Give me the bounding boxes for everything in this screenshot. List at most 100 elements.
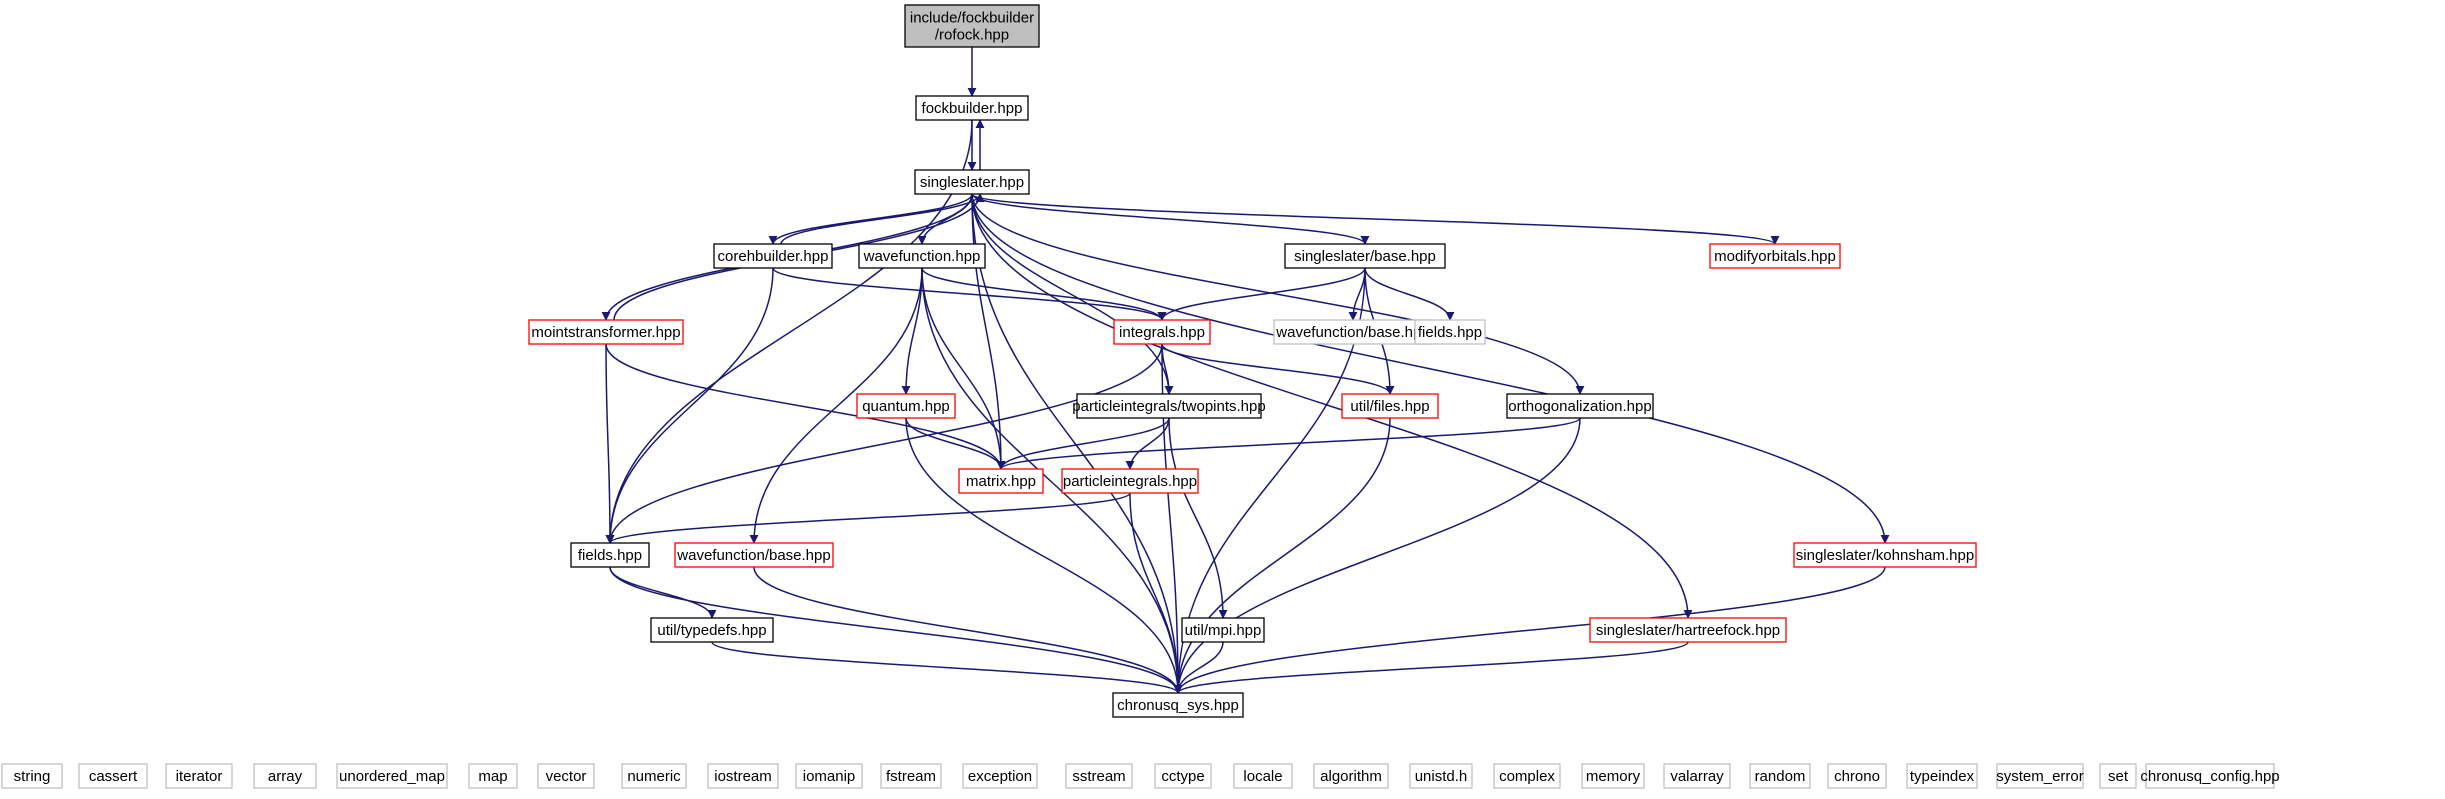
edge-twopints-to-particleintegrals	[1125, 417, 1170, 470]
node-box	[880, 763, 942, 789]
node-box	[1581, 763, 1645, 789]
edge-quantum-to-chronusq_sys	[905, 417, 1183, 694]
node-box	[914, 169, 1030, 195]
edge-kohnsham-to-chronusq_sys	[1173, 566, 1886, 694]
node-l-valarray[interactable]: valarray	[1663, 763, 1731, 789]
node-l-random[interactable]: random	[1749, 763, 1811, 789]
node-matrix[interactable]: matrix.hpp	[958, 468, 1044, 494]
node-hartreefock[interactable]: singleslater/hartreefock.hpp	[1589, 617, 1787, 643]
node-l-unistd[interactable]: unistd.h	[1409, 763, 1473, 789]
node-l-string[interactable]: string	[1, 763, 63, 789]
node-box	[1181, 617, 1265, 643]
node-fockbuilder[interactable]: fockbuilder.hpp	[915, 95, 1029, 121]
node-box	[1113, 319, 1211, 345]
node-box	[336, 763, 448, 789]
node-label: fstream	[886, 768, 936, 785]
node-box	[2145, 763, 2275, 789]
edge-hartreefock-to-chronusq_sys	[1173, 641, 1689, 694]
edge-singleslater-to-chronusq_sys	[971, 193, 1183, 694]
edge-twopints-to-matrix	[996, 417, 1170, 470]
node-l-map[interactable]: map	[468, 763, 518, 789]
node-l-locale[interactable]: locale	[1233, 763, 1293, 789]
node-label: cassert	[89, 768, 138, 785]
node-l-chrono[interactable]: chrono	[1827, 763, 1887, 789]
node-l-typeindex[interactable]: typeindex	[1906, 763, 1978, 789]
node-l-fstream[interactable]: fstream	[880, 763, 942, 789]
node-box	[1996, 763, 2084, 789]
node-label: set	[2108, 768, 2129, 785]
node-label: corehbuilder.hpp	[718, 248, 829, 265]
node-box	[795, 763, 863, 789]
node-singleslater[interactable]: singleslater.hpp	[914, 169, 1030, 195]
node-utilfiles[interactable]: util/files.hpp	[1341, 393, 1439, 419]
node-box	[674, 542, 834, 568]
edge-wavefunction-to-quantum	[901, 267, 923, 395]
edge-mointstransformer-to-fields	[605, 343, 615, 544]
node-rofock[interactable]: include/fockbuilder/rofock.hpp	[904, 4, 1040, 48]
node-l-chronusq-config[interactable]: chronusq_config.hpp	[2140, 763, 2280, 789]
node-l-memory[interactable]: memory	[1581, 763, 1645, 789]
node-particleintegrals[interactable]: particleintegrals.hpp	[1061, 468, 1199, 494]
node-corehbuilder[interactable]: corehbuilder.hpp	[713, 243, 833, 269]
node-twopints[interactable]: particleintegrals/twopints.hpp	[1072, 393, 1266, 419]
node-box	[468, 763, 518, 789]
node-fields[interactable]: fields.hpp	[570, 542, 650, 568]
node-label: chrono	[1834, 768, 1880, 785]
edge-integrals-to-utilfiles	[1161, 343, 1395, 395]
node-l-iterator[interactable]: iterator	[165, 763, 233, 789]
node-label: iostream	[714, 768, 772, 785]
node-wfbase-red[interactable]: wavefunction/base.hpp	[674, 542, 834, 568]
node-l-system-error[interactable]: system_error	[1996, 763, 2084, 789]
node-fields-grey[interactable]: fields.hpp	[1414, 319, 1486, 345]
edge-wavefunction-to-integrals	[921, 267, 1167, 321]
edges-layer	[601, 47, 1890, 694]
node-label: util/files.hpp	[1350, 398, 1429, 415]
node-mointstransformer[interactable]: mointstransformer.hpp	[528, 319, 684, 345]
node-box	[1313, 763, 1389, 789]
edge-corehbuilder-to-fields	[605, 267, 774, 544]
node-ortho[interactable]: orthogonalization.hpp	[1506, 393, 1654, 419]
node-label: system_error	[1996, 768, 2084, 785]
node-l-iostream[interactable]: iostream	[707, 763, 779, 789]
node-box	[904, 4, 1040, 48]
node-wfbase-grey[interactable]: wavefunction/base.hpp	[1273, 319, 1433, 345]
node-box	[858, 243, 986, 269]
node-utilmpi[interactable]: util/mpi.hpp	[1181, 617, 1265, 643]
node-l-sstream[interactable]: sstream	[1065, 763, 1133, 789]
node-chronusq-sys[interactable]: chronusq_sys.hpp	[1112, 692, 1244, 718]
node-l-complex[interactable]: complex	[1493, 763, 1561, 789]
node-l-cctype[interactable]: cctype	[1154, 763, 1212, 789]
node-quantum[interactable]: quantum.hpp	[856, 393, 956, 419]
node-box	[621, 763, 687, 789]
node-label: complex	[1499, 768, 1555, 785]
edge-wavefunction-to-wfbase_red	[749, 267, 923, 544]
edge-ssbase-to-integrals	[1157, 267, 1366, 321]
node-box	[1273, 319, 1433, 345]
node-l-iomanip[interactable]: iomanip	[795, 763, 863, 789]
node-integrals[interactable]: integrals.hpp	[1113, 319, 1211, 345]
node-label: unistd.h	[1415, 768, 1468, 785]
edge-corehbuilder-to-singleslater	[780, 193, 985, 245]
node-label: wavefunction/base.hpp	[1275, 324, 1429, 341]
node-kohnsham[interactable]: singleslater/kohnsham.hpp	[1793, 542, 1977, 568]
node-label: iterator	[176, 768, 223, 785]
edge-singleslater-to-ortho	[971, 193, 1585, 395]
node-modifyorbitals[interactable]: modifyorbitals.hpp	[1709, 243, 1841, 269]
node-ssbase[interactable]: singleslater/base.hpp	[1284, 243, 1446, 269]
node-l-set[interactable]: set	[2099, 763, 2137, 789]
node-l-vector[interactable]: vector	[537, 763, 595, 789]
node-l-unordered-map[interactable]: unordered_map	[336, 763, 448, 789]
node-label: iomanip	[803, 768, 856, 785]
node-l-cassert[interactable]: cassert	[78, 763, 148, 789]
node-box	[1112, 692, 1244, 718]
node-l-array[interactable]: array	[253, 763, 317, 789]
node-typedefs[interactable]: util/typedefs.hpp	[650, 617, 774, 643]
node-l-numeric[interactable]: numeric	[621, 763, 687, 789]
edge-ortho-to-chronusq_sys	[1173, 417, 1581, 694]
node-l-algorithm[interactable]: algorithm	[1313, 763, 1389, 789]
node-box	[537, 763, 595, 789]
node-wavefunction[interactable]: wavefunction.hpp	[858, 243, 986, 269]
node-label: cctype	[1161, 768, 1204, 785]
node-label: wavefunction.hpp	[863, 248, 981, 265]
node-l-exception[interactable]: exception	[962, 763, 1038, 789]
